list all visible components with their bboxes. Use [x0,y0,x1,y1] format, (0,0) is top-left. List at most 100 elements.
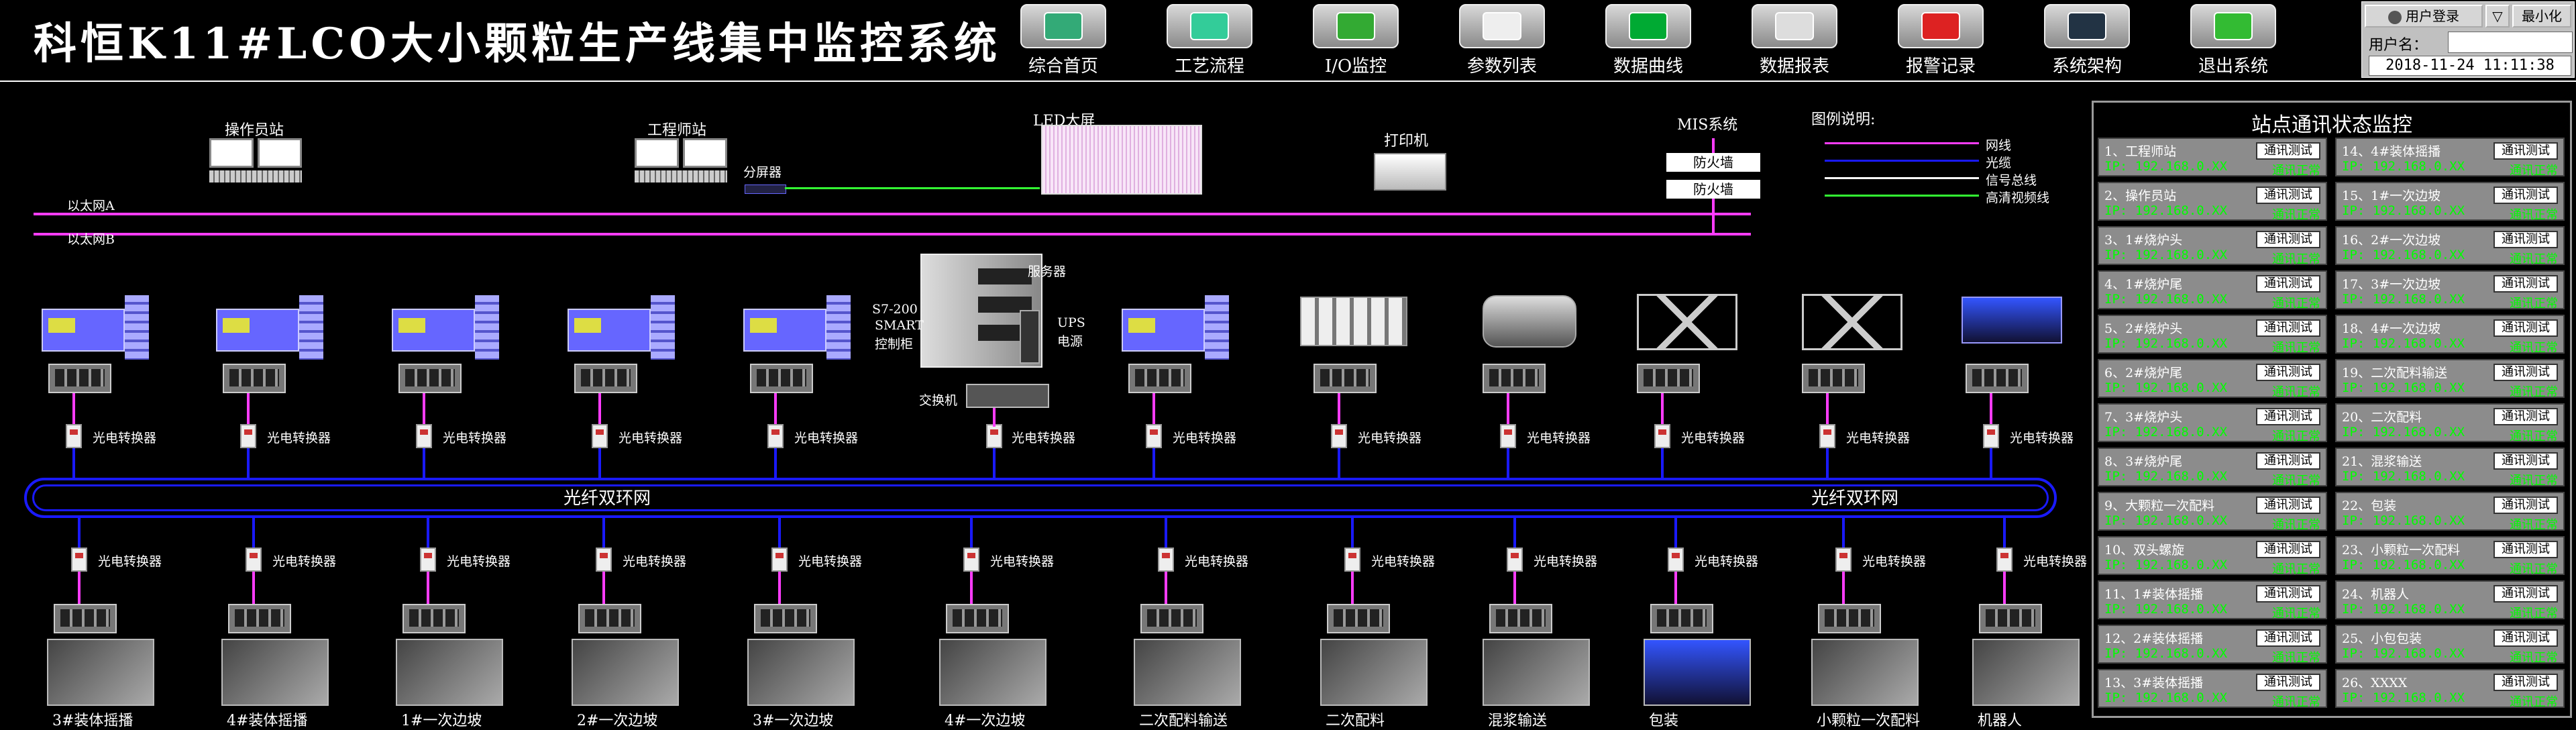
comm-test-button[interactable]: 通讯测试 [2256,275,2320,293]
screw-mixer-icon[interactable] [1483,295,1576,348]
printer-icon[interactable] [1374,153,1446,191]
comm-test-button[interactable]: 通讯测试 [2256,408,2320,425]
equipment-icon[interactable] [221,639,329,706]
equipment-icon[interactable] [1483,639,1590,706]
furnace-icon[interactable] [42,295,154,362]
plc-icon[interactable] [1327,604,1390,633]
comm-test-button[interactable]: 通讯测试 [2493,142,2558,160]
comm-test-button[interactable]: 通讯测试 [2256,319,2320,337]
plc-icon[interactable] [750,364,813,393]
cable-link [247,393,250,431]
nav-button-7[interactable]: 报警记录 [1897,4,1984,76]
equipment-icon[interactable] [572,639,679,706]
plc-icon[interactable] [1313,364,1377,393]
comm-test-button[interactable]: 通讯测试 [2493,187,2558,204]
furnace-icon[interactable] [392,295,504,362]
plc-icon[interactable] [1489,604,1552,633]
plc-icon[interactable] [574,364,637,393]
switch-icon[interactable] [966,384,1049,408]
nav-button-6[interactable]: 数据报表 [1751,4,1838,76]
username-field[interactable] [2448,32,2573,53]
equipment-icon[interactable] [47,639,154,706]
shaker-icon[interactable] [1802,294,1902,350]
packing-icon[interactable] [1962,297,2062,344]
nav-button-2[interactable]: 工艺流程 [1166,4,1253,76]
comm-test-button[interactable]: 通讯测试 [2493,275,2558,293]
plc-icon[interactable] [946,604,1009,633]
plc-icon[interactable] [1802,364,1865,393]
plc-icon[interactable] [1818,604,1881,633]
equipment-icon[interactable] [1320,639,1428,706]
plc-icon[interactable] [1979,604,2042,633]
equipment-icon[interactable] [1134,639,1241,706]
comm-test-button[interactable]: 通讯测试 [2256,674,2320,691]
minimize-button[interactable]: 最小化 [2512,5,2571,28]
bottom-station-label: 小颗粒一次配料 [1817,713,1921,729]
comm-test-button[interactable]: 通讯测试 [2256,187,2320,204]
comm-test-button[interactable]: 通讯测试 [2493,629,2558,647]
comm-test-button[interactable]: 通讯测试 [2493,452,2558,470]
equipment-icon[interactable] [1972,639,2080,706]
led-screen-icon[interactable] [1041,125,1202,195]
shaker-icon[interactable] [1637,294,1737,350]
plc-icon[interactable] [398,364,462,393]
equipment-icon[interactable] [1811,639,1919,706]
comm-test-button[interactable]: 通讯测试 [2493,319,2558,337]
comm-test-button[interactable]: 通讯测试 [2256,364,2320,381]
comm-test-button[interactable]: 通讯测试 [2256,231,2320,248]
equipment-icon[interactable] [1644,639,1751,706]
converter-label: 光电转换器 [1371,554,1436,569]
equipment-icon[interactable] [747,639,855,706]
nav-button-9[interactable]: 退出系统 [2190,4,2277,76]
comm-test-button[interactable]: 通讯测试 [2493,674,2558,691]
dropdown-button[interactable]: ▽ [2485,5,2510,28]
nav-button-3[interactable]: I/O监控 [1312,4,1399,76]
converter-label: 光电转换器 [1527,431,1591,446]
plc-icon[interactable] [1637,364,1700,393]
comm-test-button[interactable]: 通讯测试 [2256,452,2320,470]
comm-test-button[interactable]: 通讯测试 [2493,541,2558,558]
plc-icon[interactable] [402,604,466,633]
station-ip: IP: 192.168.0.XX [2342,380,2465,395]
comm-test-button[interactable]: 通讯测试 [2256,497,2320,514]
comm-test-button[interactable]: 通讯测试 [2493,585,2558,603]
plc-icon[interactable] [1966,364,2029,393]
plc-icon[interactable] [223,364,286,393]
comm-test-button[interactable]: 通讯测试 [2493,364,2558,381]
plc-icon[interactable] [754,604,817,633]
nav-button-5[interactable]: 数据曲线 [1605,4,1692,76]
comm-test-button[interactable]: 通讯测试 [2493,408,2558,425]
plc-icon[interactable] [1140,604,1203,633]
plc-icon[interactable] [48,364,111,393]
legend-label: 信号总线 [1986,173,2037,188]
comm-test-button[interactable]: 通讯测试 [2493,231,2558,248]
furnace-icon[interactable] [568,295,680,362]
batching-icon[interactable] [1300,297,1407,346]
ups-label: UPS [1057,315,1085,330]
comm-test-button[interactable]: 通讯测试 [2256,585,2320,603]
comm-test-button[interactable]: 通讯测试 [2256,629,2320,647]
operator-station-icon[interactable] [209,138,303,184]
plc-icon[interactable] [1128,364,1191,393]
engineer-station-icon[interactable] [635,138,729,184]
comm-test-button[interactable]: 通讯测试 [2493,497,2558,514]
nav-button-1[interactable]: 综合首页 [1020,4,1107,76]
login-button[interactable]: 用户登录 [2365,5,2483,28]
nav-button-8[interactable]: 系统架构 [2043,4,2131,76]
plc-icon[interactable] [54,604,117,633]
equipment-icon[interactable] [939,639,1046,706]
furnace-icon[interactable] [1122,295,1234,362]
nav-button-4[interactable]: 参数列表 [1458,4,1546,76]
furnace-icon[interactable] [743,295,856,362]
plc-icon[interactable] [578,604,641,633]
data-curve-icon [1605,4,1691,48]
comm-test-button[interactable]: 通讯测试 [2256,142,2320,160]
converter-label: 光电转换器 [447,554,511,569]
comm-test-button[interactable]: 通讯测试 [2256,541,2320,558]
plc-icon[interactable] [1650,604,1713,633]
equipment-icon[interactable] [396,639,503,706]
furnace-icon[interactable] [216,295,329,362]
plc-icon[interactable] [228,604,291,633]
plc-icon[interactable] [1483,364,1546,393]
